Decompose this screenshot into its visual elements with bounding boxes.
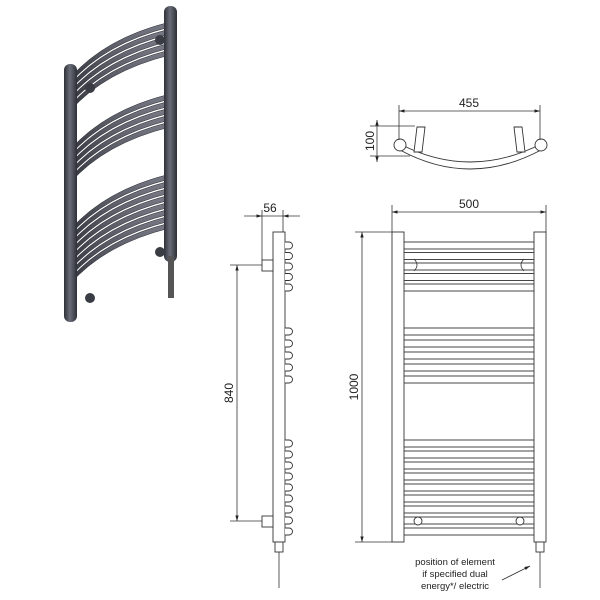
note-line-3: energy*/ electric [421,581,489,592]
render-bars [69,21,171,285]
note-arrow [501,565,531,581]
front-view-bar [401,241,537,250]
front-view-element-cap [535,541,545,553]
dim-56-label: 56 [263,201,277,215]
render-left-rail [64,64,77,322]
note-line-2: if specified dual [422,569,487,580]
front-view-bar [401,505,537,514]
element-note: position of element if specified dual en… [415,557,531,592]
side-view-bar [285,327,293,336]
render-bracket [85,293,95,303]
front-view-bar [401,494,537,503]
front-view-bar [401,439,537,448]
note-line-1: position of element [415,557,495,568]
side-view-bar [285,339,293,348]
side-view-bar [285,262,293,271]
side-view-bar [285,273,293,281]
front-view-bar [401,363,537,372]
render-bracket [155,35,165,45]
side-view-bar [285,494,293,503]
render-bracket [155,247,165,257]
side-view-pipe-bottom [261,515,274,528]
front-view-bars [401,241,537,536]
front-view-bar [401,483,537,492]
side-view-bar [285,527,293,536]
side-view-bar [285,241,293,250]
dim-1000-label: 1000 [347,373,361,400]
side-view-bar [285,450,293,459]
front-view-left-rail [391,231,405,543]
side-view-bar [285,516,293,525]
front-view-bar [401,461,537,470]
side-view: 56 840 [222,201,300,588]
front-view: 500 1000 [347,197,547,588]
top-view-bracket [413,126,426,153]
side-view-pipe-top [261,259,274,272]
front-view-bar [401,262,537,271]
dim-840-label: 840 [222,383,236,403]
front-view-bar [401,273,537,281]
front-view-bar [401,283,537,292]
side-view-element-cap [274,541,284,553]
dim-500-label: 500 [459,197,479,211]
front-view-bar [401,252,537,260]
side-view-bar [285,472,293,481]
front-view-bar [401,375,537,384]
render-right-rail [164,6,177,262]
dim-100-label: 100 [363,131,377,151]
front-view-bar [401,450,537,459]
top-view-right-rail [534,138,548,152]
render-bracket [85,83,95,93]
side-view-bar [285,505,293,514]
render-heating-element [168,256,174,298]
side-view-bar [285,283,293,292]
side-view-bar [285,483,293,492]
side-view-bar [285,351,293,360]
side-view-bar [285,252,293,260]
side-view-bar [285,439,293,448]
front-view-bar [401,472,537,481]
front-view-bar [401,351,537,360]
side-view-bar [285,375,293,384]
front-view-bar [401,327,537,336]
side-view-rail [272,231,286,543]
front-view-bar [401,527,537,536]
dim-455-label: 455 [459,96,479,110]
side-view-bar [285,363,293,372]
top-view: 455 100 [363,96,548,170]
side-view-bars [285,241,293,536]
side-view-bar [285,461,293,470]
radiator-3d-render [64,6,177,322]
front-view-bar [401,339,537,348]
top-view-bracket [513,126,526,153]
front-view-right-rail [533,231,547,543]
top-view-left-rail [393,138,407,152]
